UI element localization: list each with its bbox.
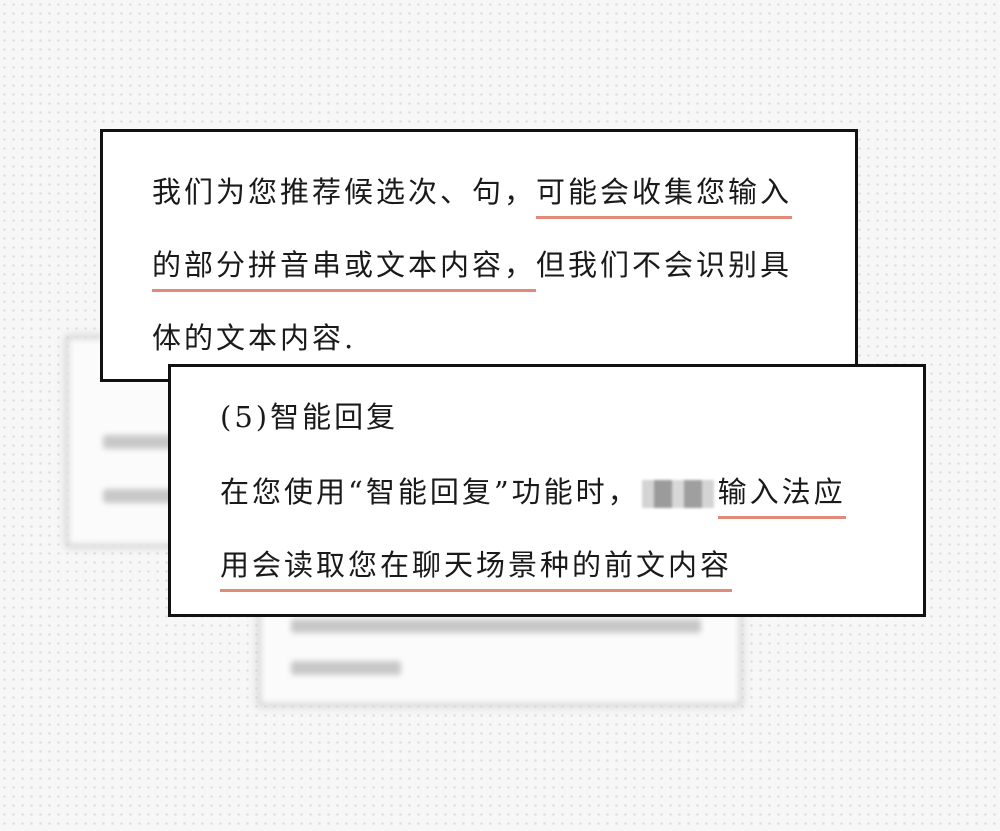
plain-text: 我们为您推荐候选次、句，: [152, 175, 537, 209]
plain-text: 在您使用“智能回复”功能时，: [220, 475, 640, 509]
policy-excerpt-card-smart-reply: (5)智能回复 在您使用“智能回复”功能时， 输入法应 用会读取您在聊天场景种的前…: [168, 364, 926, 617]
highlighted-text: 用会读取您在聊天场景种的前文内容: [220, 545, 733, 592]
text-line: 在您使用“智能回复”功能时， 输入法应: [220, 472, 846, 519]
redacted-brand-name: [641, 480, 714, 508]
text-line: 我们为您推荐候选次、句，可能会收集您输入: [152, 172, 793, 219]
plain-text: 但我们不会识别具: [536, 248, 793, 282]
blurred-text-line: [291, 661, 401, 675]
section-heading: (5)智能回复: [220, 397, 398, 437]
highlighted-text: 的部分拼音串或文本内容，: [152, 245, 537, 292]
highlighted-text: 可能会收集您输入: [536, 172, 793, 219]
blurred-text-line: [291, 619, 701, 633]
highlighted-text: 输入法应: [717, 472, 846, 519]
heading-text: (5)智能回复: [220, 400, 399, 434]
text-line: 体的文本内容.: [152, 318, 356, 358]
policy-excerpt-card-candidates: 我们为您推荐候选次、句，可能会收集您输入 的部分拼音串或文本内容，但我们不会识别…: [100, 129, 858, 382]
plain-text: 体的文本内容.: [152, 321, 357, 355]
text-line: 的部分拼音串或文本内容，但我们不会识别具: [152, 245, 792, 292]
text-line: 用会读取您在聊天场景种的前文内容: [220, 545, 733, 592]
